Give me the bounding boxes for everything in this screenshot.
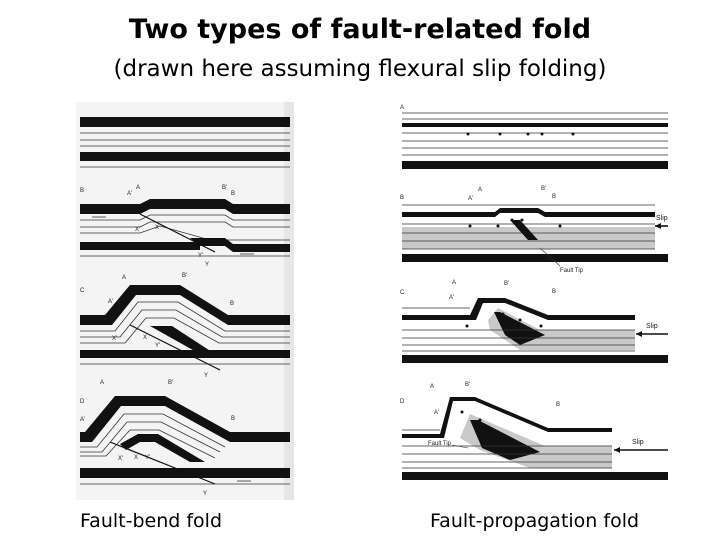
left-d-fault xyxy=(109,441,216,485)
right-c-top-bed xyxy=(402,298,635,320)
right-panel-a-letter: A xyxy=(400,105,404,111)
left-d-label-b: B xyxy=(231,416,235,422)
left-c-label-y-prime: Y' xyxy=(155,343,160,349)
left-d-bottom-bed xyxy=(80,468,290,478)
right-panel-b: B A A' B' B Slip Fault Tip xyxy=(400,186,668,274)
left-c-label-y: Y xyxy=(204,373,208,379)
right-c-label-b: B xyxy=(552,289,556,295)
left-b-label-y-prime: Y' xyxy=(198,253,203,259)
right-panel-b-letter: B xyxy=(400,195,404,201)
right-d-slip-arrow-icon xyxy=(614,447,620,453)
left-c-label-b: B xyxy=(230,301,234,307)
left-panel-b: B A' A B' B X' X Y' Y xyxy=(80,185,290,268)
fault-bend-fold-figure: A B A' A B' B X' X Y' xyxy=(76,102,294,500)
left-c-fault xyxy=(129,324,221,371)
right-panel-c-letter: C xyxy=(400,290,405,296)
right-b-slip-label: Slip xyxy=(656,215,668,222)
right-b-label-a: A xyxy=(478,187,482,193)
right-d-slip-label: Slip xyxy=(632,439,644,446)
right-panel-d-letter: D xyxy=(400,399,405,405)
right-c-label-a-prime: A' xyxy=(449,295,454,301)
right-panel-c: C A A' B' B Slip xyxy=(400,280,668,363)
left-b-label-b: B xyxy=(231,191,235,197)
right-d-label-a: A xyxy=(430,384,434,390)
left-c-label-x-prime: X' xyxy=(112,336,117,342)
right-d-label-b-prime: B' xyxy=(465,382,470,388)
left-c-label-b-prime: B' xyxy=(182,273,187,279)
fault-propagation-fold-figure: A B A A' B' B xyxy=(400,105,668,480)
left-b-label-y: Y xyxy=(205,262,209,268)
right-c-slip-label: Slip xyxy=(646,323,658,330)
left-c-label-x: X xyxy=(143,335,147,341)
left-c-label-a: A xyxy=(122,275,126,281)
left-figure-margin xyxy=(284,102,294,500)
right-panel-d: D A A' B' B Fault Tip Slip xyxy=(400,382,668,480)
left-b-top-bed xyxy=(80,199,290,214)
fault-bend-fold-caption: Fault-bend fold xyxy=(80,510,222,532)
left-a-top-bed xyxy=(80,117,290,127)
right-d-label-a-prime: A' xyxy=(434,410,439,416)
left-b-label-x-prime: X' xyxy=(135,227,140,233)
left-d-label-b-prime: B' xyxy=(168,380,173,386)
right-b-label-b-prime: B' xyxy=(541,186,546,192)
left-panel-a: A xyxy=(80,117,290,168)
right-c-label-b-prime: B' xyxy=(504,281,509,287)
left-b-label-b-prime: B' xyxy=(222,185,227,191)
left-d-top-bed xyxy=(80,396,290,442)
right-b-fault-tip-label: Fault Tip xyxy=(560,268,584,274)
left-d-label-y-prime: Y' xyxy=(145,455,150,461)
left-b-label-x: X xyxy=(155,225,159,231)
right-d-label-b: B xyxy=(556,402,560,408)
left-d-label-a-prime: A' xyxy=(80,417,85,423)
left-b-label-a: A xyxy=(136,185,140,191)
left-panel-b-letter: B xyxy=(80,188,84,194)
right-b-label-a-prime: A' xyxy=(468,196,473,202)
right-b-label-b: B xyxy=(552,194,556,200)
right-d-fault-tip-label: Fault Tip xyxy=(428,441,452,447)
left-panel-d: D A B' A' B X' X Y' Y xyxy=(80,380,290,497)
left-d-label-a: A xyxy=(100,380,104,386)
right-panel-a: A xyxy=(400,105,668,169)
left-c-label-a-prime: A' xyxy=(108,299,113,305)
slide-subtitle: (drawn here assuming flexural slip foldi… xyxy=(113,56,607,82)
left-d-label-y: Y xyxy=(203,491,207,497)
left-b-label-a-prime: A' xyxy=(127,191,132,197)
right-c-slip-arrow-icon xyxy=(636,331,642,337)
left-d-label-x: X xyxy=(134,455,138,461)
left-panel-c-letter: C xyxy=(80,288,85,294)
slide-title: Two types of fault-related fold xyxy=(128,14,592,45)
right-b-slip-arrow-icon xyxy=(655,223,661,229)
left-a-bottom-bed xyxy=(80,152,290,161)
left-panel-c: C A B' A' B X' X Y' Y xyxy=(80,273,290,379)
left-c-top-bed xyxy=(80,285,290,325)
fault-propagation-fold-caption: Fault-propagation fold xyxy=(430,510,640,532)
left-b-fault xyxy=(139,213,216,253)
left-panel-d-letter: D xyxy=(80,399,85,405)
right-c-label-a: A xyxy=(452,280,456,286)
left-d-label-x-prime: X' xyxy=(118,456,123,462)
